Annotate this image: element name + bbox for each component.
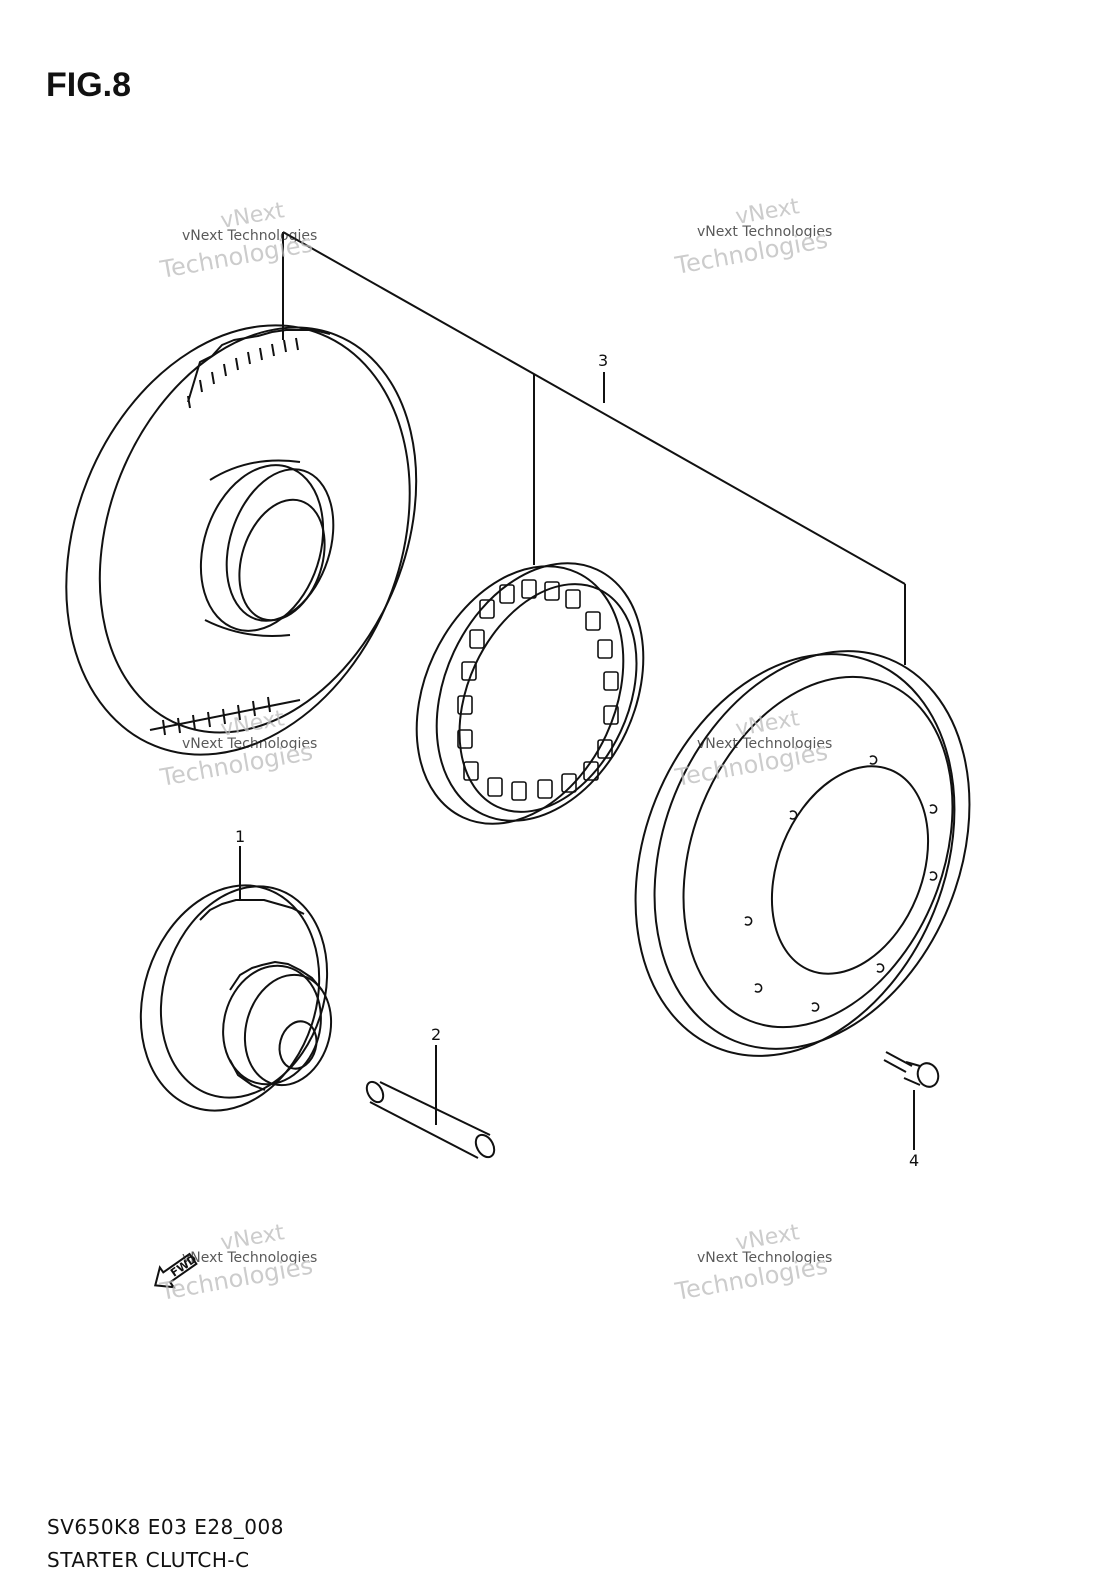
- watermark-4: vNext Technologies vNext Technologies: [672, 706, 832, 792]
- svg-text:vNext Technologies: vNext Technologies: [182, 736, 317, 752]
- svg-text:vNext Technologies: vNext Technologies: [697, 224, 832, 240]
- shaft: [365, 1080, 496, 1159]
- figure-title: FIG.8: [46, 66, 132, 104]
- one-way-clutch: [415, 562, 645, 825]
- watermark-2: vNext Technologies vNext Technologies: [672, 194, 832, 280]
- watermarks: vNext Technologies vNext Technologies vN…: [157, 194, 832, 1306]
- callout-1: 1: [235, 827, 245, 846]
- callout-2: 2: [431, 1025, 441, 1044]
- svg-text:vNext Technologies: vNext Technologies: [182, 1250, 317, 1266]
- watermark-3: vNext Technologies vNext Technologies: [157, 706, 317, 792]
- bolt: [883, 1051, 940, 1088]
- svg-text:vNext Technologies: vNext Technologies: [697, 736, 832, 752]
- callout-3-leader: [282, 231, 906, 665]
- watermark-1: vNext Technologies vNext Technologies: [157, 198, 317, 284]
- svg-text:vNext Technologies: vNext Technologies: [697, 1250, 832, 1266]
- starter-driven-gear: [65, 324, 418, 756]
- callout-4: 4: [909, 1151, 919, 1170]
- watermark-5: vNext Technologies vNext Technologies: [157, 1220, 317, 1306]
- callout-3: 3: [598, 351, 608, 370]
- clutch-housing: [634, 650, 971, 1057]
- watermark-6: vNext Technologies vNext Technologies: [672, 1220, 832, 1306]
- figure-name: STARTER CLUTCH-C: [47, 1548, 250, 1572]
- figure-code: SV650K8 E03 E28_008: [47, 1515, 284, 1539]
- svg-text:vNext Technologies: vNext Technologies: [182, 228, 317, 244]
- idle-gear: [139, 884, 333, 1112]
